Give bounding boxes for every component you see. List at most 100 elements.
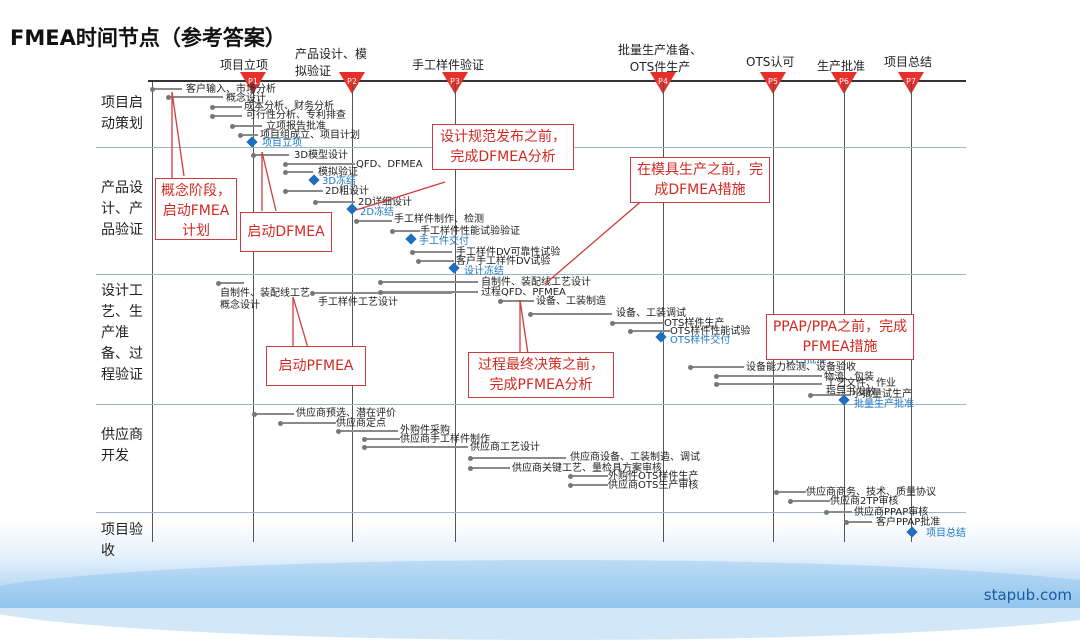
task-label: OTS样件性能试验: [670, 326, 751, 337]
task-bar-endpoint: [844, 519, 849, 525]
task-bar-endpoint: [688, 364, 693, 370]
task-label: 外购件OTS样件生产: [608, 471, 699, 482]
gate-line: [773, 82, 774, 542]
task-bar-endpoint: [808, 392, 813, 398]
row-label: 设计工艺、生产准备、过程验证: [101, 283, 143, 383]
milestone-label: 手工件交付: [419, 236, 469, 247]
task-bar-endpoint: [362, 444, 367, 450]
callout-box: PPAP/PPA之前，完成PFMEA措施: [766, 314, 914, 360]
task-bar: [412, 251, 452, 253]
task-bar-endpoint: [468, 455, 473, 461]
milestone-label: 项目立项: [262, 138, 302, 149]
task-label: 过程QFD、PFMEA: [481, 287, 566, 298]
milestone-label: 设计冻结: [464, 266, 504, 277]
task-bar: [152, 88, 182, 90]
task-bar-endpoint: [278, 420, 283, 426]
connector-line: [261, 151, 277, 212]
task-label: 供应商PPAP审核: [854, 507, 929, 518]
task-bar: [776, 491, 806, 493]
task-bar: [716, 383, 822, 385]
task-label: 可行性分析、专利排查: [246, 110, 346, 121]
task-label: 手工样件制作、检测: [394, 214, 484, 225]
callout-box: 在模具生产之前，完成DFMEA措施: [630, 157, 770, 203]
task-bar-endpoint: [362, 436, 367, 442]
task-bar: [790, 500, 830, 502]
task-bar-endpoint: [251, 152, 256, 158]
phase-code: P3: [442, 77, 468, 86]
task-label: 手工样件工艺设计: [318, 297, 398, 308]
task-label: 自制件、装配线工艺设计: [481, 277, 591, 288]
task-bar-endpoint: [416, 258, 421, 264]
callout-box: 启动PFMEA: [266, 346, 366, 386]
connector-line: [292, 296, 309, 349]
task-label: 供应商工艺设计: [470, 442, 540, 453]
task-label: 客户手工样件DV试验: [456, 256, 551, 267]
slide-title: FMEA时间节点（参考答案）: [10, 26, 286, 50]
task-bar: [364, 438, 400, 440]
row-label: 产品设计、产品验证: [101, 180, 143, 238]
milestone-label: OTS批准: [786, 355, 827, 366]
connector-line: [171, 91, 185, 177]
task-bar-endpoint: [378, 289, 383, 295]
task-bar-endpoint: [498, 298, 503, 304]
callout-connectors: [171, 91, 789, 355]
background-wave: [0, 520, 1080, 608]
task-bar-endpoint: [238, 132, 243, 138]
task-label: 手工样件DV可靠性试验: [456, 247, 561, 258]
phase-label: 批量生产准备、OTS件生产: [617, 43, 702, 74]
connector-line: [519, 299, 529, 355]
phase-code: P6: [831, 77, 857, 86]
task-label: OTS样件生产: [664, 318, 725, 329]
task-bar-endpoint: [824, 509, 829, 515]
task-bar: [630, 330, 670, 332]
task-label: 客户输入、市场分析: [186, 84, 276, 95]
task-bar-endpoint: [774, 489, 779, 495]
task-label: 设备能力检测、设备验收: [746, 362, 856, 373]
task-bar: [826, 511, 852, 513]
row-label: 供应商开发: [101, 427, 143, 464]
task-label: 模拟验证: [318, 167, 358, 178]
watermark: stapub.com: [983, 586, 1072, 604]
task-bar: [418, 260, 454, 262]
task-bar-endpoint: [354, 218, 359, 224]
task-label: 供应商定点: [336, 418, 386, 429]
task-bar: [232, 125, 262, 127]
task-label: 供应商预选、潜在评价: [296, 408, 396, 419]
task-bar-endpoint: [528, 311, 533, 317]
task-label: 成本分析、财务分析: [244, 101, 334, 112]
phase-code: P7: [898, 77, 924, 86]
task-bar-endpoint: [714, 373, 719, 379]
task-label: QFD、DFMEA: [356, 159, 423, 170]
task-label: 物流、包装: [824, 372, 874, 383]
task-label: 供应商设备、工装制造、调试: [570, 452, 700, 463]
phase-label: 手工样件验证: [412, 58, 485, 72]
task-label: 自制件、装配线工艺概念设计: [220, 288, 310, 311]
task-bar-endpoint: [788, 498, 793, 504]
phase-label: 项目立项: [220, 58, 269, 72]
task-label: 小批量试生产: [852, 389, 912, 400]
task-bar: [285, 163, 355, 165]
task-label: 客户PPAP批准: [876, 517, 941, 528]
task-bar: [315, 201, 355, 203]
gate-line: [844, 82, 845, 542]
row-separator: [96, 512, 966, 513]
milestone-label: 3D冻结: [322, 176, 357, 187]
task-bar-endpoint: [283, 161, 288, 167]
phase-code: P5: [760, 77, 786, 86]
slide: { "title": "FMEA时间节点（参考答案）", "watermark"…: [0, 26, 1080, 640]
task-label: 设备、工装制造: [536, 296, 606, 307]
task-label: 手工样件性能试验验证: [420, 226, 520, 237]
task-bar: [570, 484, 608, 486]
gate-line: [911, 82, 912, 542]
task-bar: [810, 394, 850, 396]
row-separator: [96, 404, 966, 405]
task-bar: [392, 230, 420, 232]
task-bar-endpoint: [628, 328, 633, 334]
task-bar: [280, 422, 336, 424]
phase-label: 项目总结: [884, 55, 933, 69]
task-bar: [690, 366, 744, 368]
gate-line: [152, 82, 153, 542]
phase-code: P2: [339, 77, 365, 86]
task-bar-endpoint: [568, 473, 573, 479]
task-bar-endpoint: [336, 428, 341, 434]
